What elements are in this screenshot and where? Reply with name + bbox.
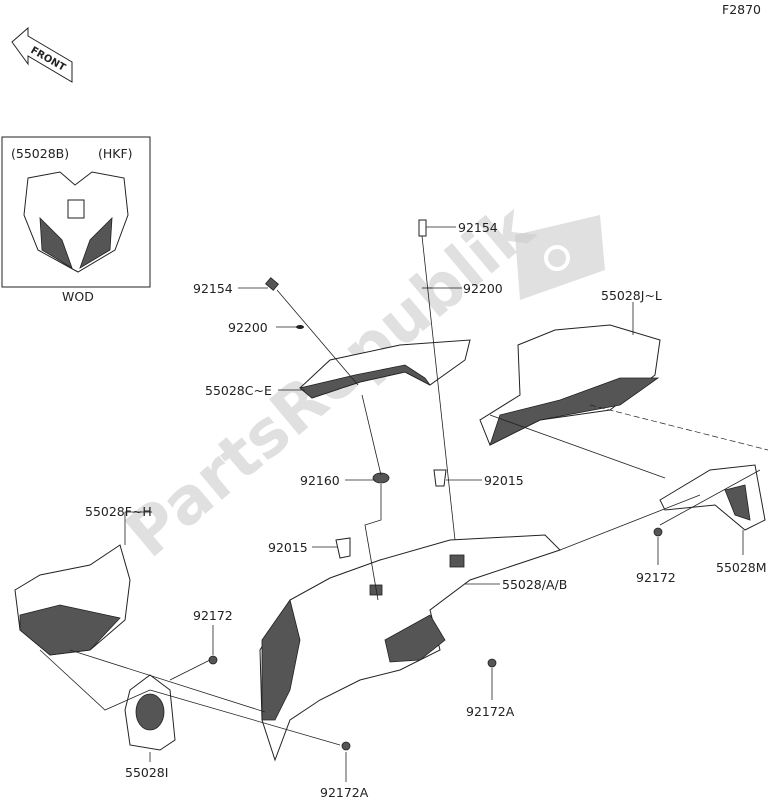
label-92200-right: 92200 xyxy=(463,281,503,296)
diagram-code: F2870 xyxy=(722,2,761,17)
inset-part: (55028B) xyxy=(11,146,69,161)
mirror-cover-left-part xyxy=(124,674,176,751)
label-92015-left: 92015 xyxy=(268,540,308,555)
windscreen-part xyxy=(299,339,471,399)
inset-box: (55028B) (HKF) WOD xyxy=(1,136,151,304)
upper-cowl-part xyxy=(259,534,561,762)
label-92172a-bottom: 92172A xyxy=(320,785,369,800)
label-92200-left: 92200 xyxy=(228,320,268,335)
label-92154-right: 92154 xyxy=(458,220,498,235)
label-55028-a-b: 55028/A/B xyxy=(502,577,567,592)
assembly-lines xyxy=(39,235,768,746)
mirror-cover-right-part xyxy=(659,464,766,531)
label-55028j-l: 55028J~L xyxy=(601,288,662,303)
label-leaders xyxy=(124,226,744,782)
label-92172a-right: 92172A xyxy=(466,704,515,719)
label-92172-right: 92172 xyxy=(636,570,676,585)
label-55028c-e: 55028C~E xyxy=(205,383,272,398)
label-92154-left: 92154 xyxy=(193,281,233,296)
inset-caption: WOD xyxy=(62,289,94,304)
label-55028m: 55028M xyxy=(716,560,767,575)
label-92015-right: 92015 xyxy=(484,473,524,488)
front-arrow-icon: FRONT xyxy=(11,26,73,83)
watermark-gear-icon xyxy=(515,215,605,300)
side-cover-right-part xyxy=(479,324,661,446)
label-92172-left: 92172 xyxy=(193,608,233,623)
label-55028f-h: 55028F~H xyxy=(85,504,152,519)
side-cover-left-part xyxy=(14,544,131,656)
label-92160: 92160 xyxy=(300,473,340,488)
label-55028i: 55028I xyxy=(125,765,168,780)
fasteners xyxy=(208,219,663,751)
inset-variant: (HKF) xyxy=(98,146,133,161)
